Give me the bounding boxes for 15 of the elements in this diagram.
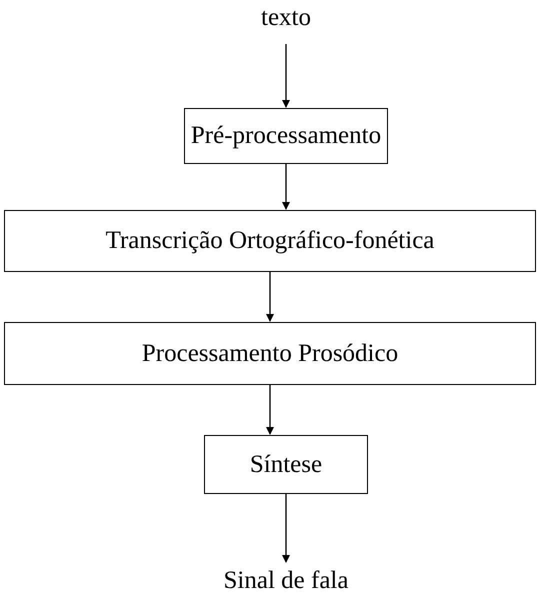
process-box <box>4 322 536 385</box>
process-box <box>184 108 388 164</box>
process-box <box>204 435 368 494</box>
arrow <box>282 164 290 210</box>
flow-label: texto <box>261 4 311 32</box>
arrow <box>282 494 290 563</box>
arrow <box>282 44 290 108</box>
box-label: Transcrição Ortográfico-fonética <box>106 227 434 255</box>
box-label: Pré-processamento <box>190 122 382 150</box>
flow-label: Sinal de fala <box>224 567 348 595</box>
arrow <box>266 272 274 322</box>
box-label: Processamento Prosódico <box>142 340 398 368</box>
arrow <box>266 385 274 435</box>
process-box <box>4 210 536 272</box>
box-label: Síntese <box>250 450 322 478</box>
